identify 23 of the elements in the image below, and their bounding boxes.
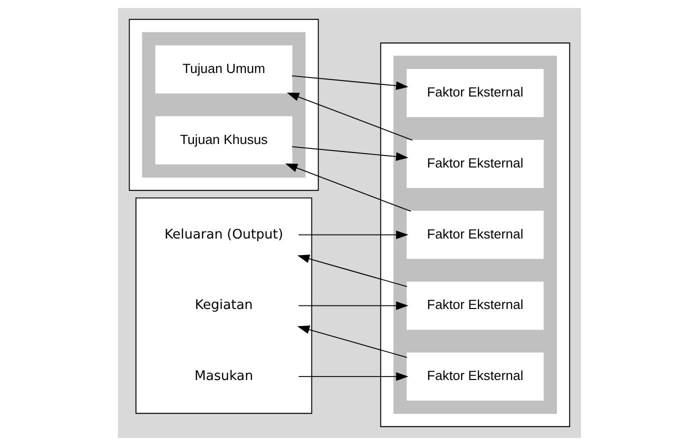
node-text: Kegiatan — [194, 298, 253, 314]
node-box: Tujuan Khusus — [155, 116, 292, 164]
cluster — [380, 42, 570, 428]
node-text: Masukan — [194, 369, 254, 384]
arrow — [298, 372, 408, 381]
node-text: Keluaran (Output) — [164, 227, 284, 242]
arrow — [291, 146, 408, 161]
arrow — [286, 92, 413, 141]
arrow — [298, 230, 408, 240]
node-box: Faktor Eksternal — [406, 210, 544, 259]
arrow — [298, 301, 408, 310]
cluster — [393, 56, 557, 414]
cluster — [142, 32, 306, 178]
node-box: Faktor Eksternal — [406, 140, 544, 188]
node-box: Faktor Eksternal — [406, 282, 544, 330]
node-box: Tujuan Umum — [155, 45, 292, 94]
arrow — [297, 254, 408, 288]
arrow — [291, 75, 408, 90]
node-box: Faktor Eksternal — [406, 352, 544, 401]
arrow — [285, 164, 412, 212]
node-box: Faktor Eksternal — [406, 68, 544, 118]
arrow — [297, 325, 408, 358]
cluster — [128, 18, 319, 191]
